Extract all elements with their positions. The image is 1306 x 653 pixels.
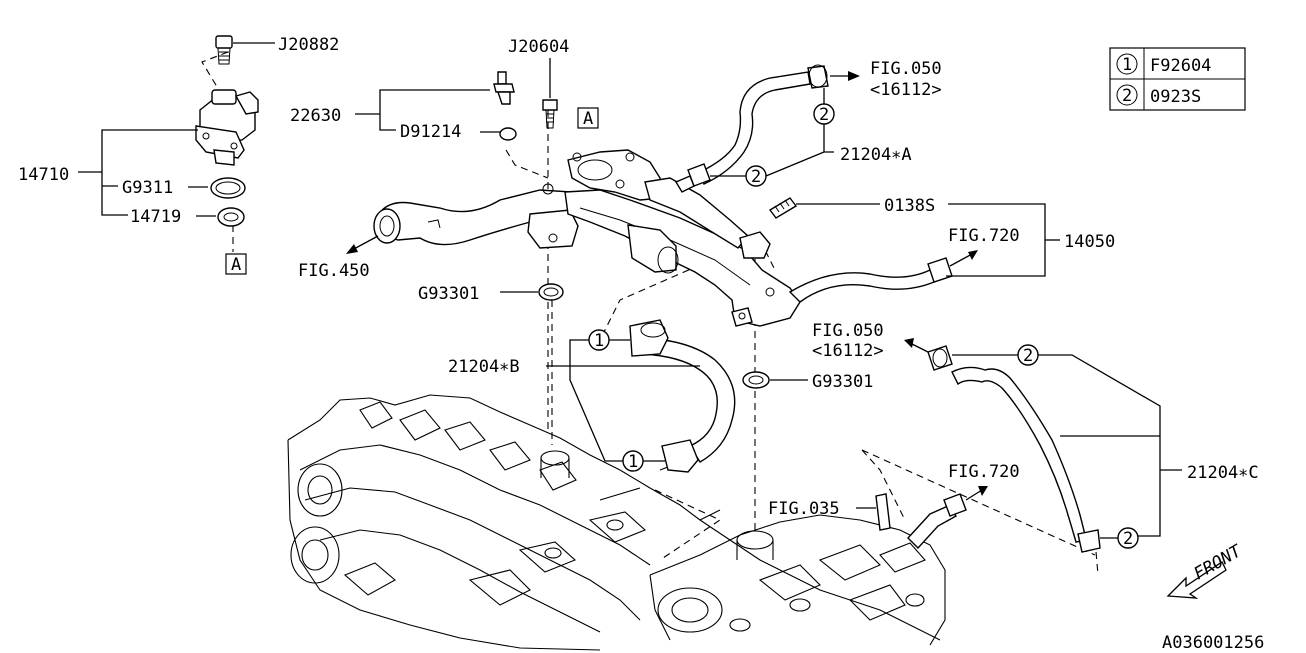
stud-0138s[interactable]	[768, 197, 798, 219]
ref-fig050-mid[interactable]: FIG.050	[812, 321, 884, 341]
callout-2-mid: 2	[1023, 346, 1033, 366]
washer-d91214[interactable]	[499, 127, 517, 141]
o-ring-g9311[interactable]	[210, 177, 246, 199]
label-21204b[interactable]: 21204∗B	[448, 357, 520, 377]
label-14050[interactable]: 14050	[1064, 232, 1115, 252]
diagram-code: A036001256	[1162, 633, 1264, 653]
legend-num-1: 1	[1122, 55, 1132, 75]
tube-fig035[interactable]	[875, 493, 891, 531]
label-0138s[interactable]: 0138S	[884, 196, 935, 216]
callout-1-upper: 1	[594, 331, 604, 351]
marker-a-left[interactable]: A	[225, 253, 247, 275]
gasket-14719[interactable]	[217, 207, 245, 227]
front-label: FRONT	[1191, 541, 1247, 585]
bolt-j20604[interactable]	[542, 99, 558, 129]
label-21204a[interactable]: 21204∗A	[840, 145, 912, 165]
gasket-g93301-upper[interactable]	[538, 283, 564, 301]
assembly-guide-lines	[201, 51, 1099, 576]
legend-code-2[interactable]: 0923S	[1150, 87, 1201, 107]
water-pipe-assembly-14050[interactable]	[373, 149, 953, 327]
gasket-g93301-lower[interactable]	[742, 371, 770, 389]
label-j20604[interactable]: J20604	[508, 37, 569, 57]
callout-2-bottom: 2	[1123, 529, 1133, 549]
ref-fig720-lower[interactable]: FIG.720	[948, 462, 1020, 482]
marker-a-top-text: A	[583, 109, 593, 129]
legend-code-1[interactable]: F92604	[1150, 56, 1211, 76]
label-j20882[interactable]: J20882	[278, 35, 339, 55]
marker-a-top[interactable]: A	[577, 107, 599, 129]
hose-21204b[interactable]	[629, 319, 736, 473]
ref-fig050-top[interactable]: FIG.050	[870, 59, 942, 79]
ref-fig720-upper[interactable]: FIG.720	[948, 226, 1020, 246]
label-g93301-upper[interactable]: G93301	[418, 284, 479, 304]
label-14710[interactable]: 14710	[18, 165, 69, 185]
callout-1-lower: 1	[628, 452, 638, 472]
ref-fig050-mid-sub: <16112>	[812, 341, 884, 361]
sensor-22630[interactable]	[493, 71, 515, 105]
callout-2-top: 2	[819, 105, 829, 125]
legend-num-2: 2	[1122, 86, 1132, 106]
label-14719[interactable]: 14719	[130, 207, 181, 227]
legend-table: 1 F92604 2 0923S	[1109, 47, 1246, 111]
label-g9311[interactable]: G9311	[122, 178, 173, 198]
front-arrow-icon: FRONT	[1166, 541, 1247, 599]
label-g93301-lower[interactable]: G93301	[812, 372, 873, 392]
ref-fig035[interactable]: FIG.035	[768, 499, 840, 519]
pipe-fig720-lower[interactable]	[907, 493, 967, 550]
ref-fig050-top-sub: <16112>	[870, 80, 942, 100]
label-21204c[interactable]: 21204∗C	[1187, 463, 1259, 483]
engine-block-illustration	[287, 394, 946, 651]
ref-fig450[interactable]: FIG.450	[298, 261, 370, 281]
label-22630[interactable]: 22630	[290, 106, 341, 126]
marker-a-left-text: A	[231, 255, 241, 275]
callout-2-a: 2	[751, 167, 761, 187]
label-d91214[interactable]: D91214	[400, 122, 461, 142]
idle-air-control-valve[interactable]	[195, 89, 259, 166]
hose-21204a[interactable]	[687, 64, 829, 187]
hose-21204c[interactable]	[927, 345, 1101, 553]
bolt-j20882[interactable]	[215, 35, 233, 65]
